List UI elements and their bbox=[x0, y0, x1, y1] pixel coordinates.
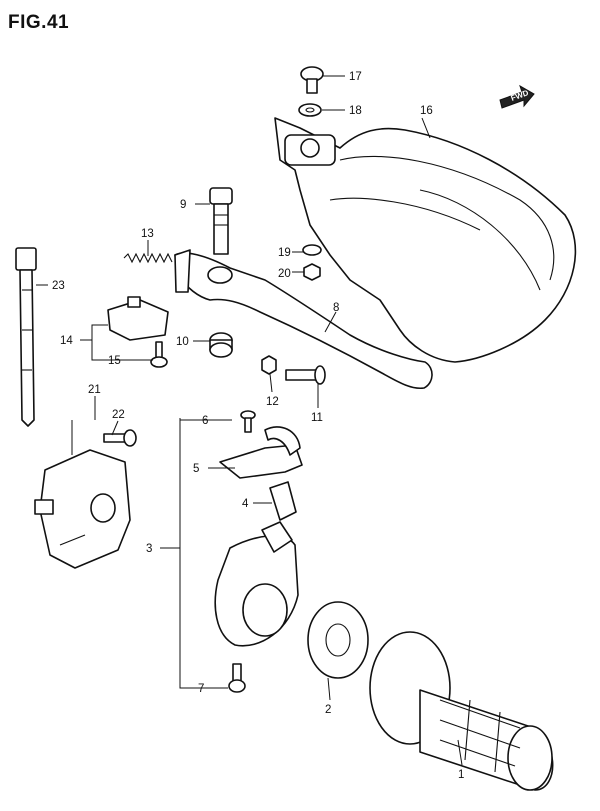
screw-22-part bbox=[103, 429, 137, 447]
switch-housing-21-part bbox=[34, 449, 131, 569]
callout-2: 2 bbox=[325, 704, 331, 716]
figure-title: FIG.41 bbox=[8, 12, 70, 33]
switch-14-part bbox=[107, 296, 169, 341]
callout-17: 17 bbox=[349, 71, 362, 83]
callout-9: 9 bbox=[180, 199, 186, 211]
callout-11: 11 bbox=[311, 412, 323, 424]
callout-7: 7 bbox=[198, 683, 204, 695]
callout-22: 22 bbox=[112, 409, 125, 421]
callout-16: 16 bbox=[420, 105, 433, 117]
screw-15-part bbox=[150, 341, 168, 368]
callout-21: 21 bbox=[88, 384, 101, 396]
washer-19-part bbox=[302, 244, 322, 256]
callout-13: 13 bbox=[141, 228, 154, 240]
callout-14: 14 bbox=[60, 335, 73, 347]
callout-8: 8 bbox=[333, 302, 339, 314]
screw-7-part bbox=[228, 663, 246, 693]
callout-labels: 17 18 16 9 13 19 20 23 8 14 10 15 12 11 … bbox=[52, 71, 464, 781]
callout-15: 15 bbox=[108, 355, 121, 367]
callout-3: 3 bbox=[146, 543, 152, 555]
screw-17-part bbox=[300, 66, 324, 94]
callout-10: 10 bbox=[176, 336, 189, 348]
callout-5: 5 bbox=[193, 463, 199, 475]
callout-12: 12 bbox=[266, 396, 279, 408]
nut-20-part bbox=[303, 263, 321, 281]
fwd-arrow-icon: FWD bbox=[499, 84, 535, 109]
throttle-grip-1-part bbox=[369, 631, 554, 791]
spring-13-part bbox=[123, 252, 173, 264]
screw-6-part bbox=[240, 410, 256, 433]
bolt-11-part bbox=[285, 365, 326, 385]
cable-tie-part bbox=[15, 247, 37, 427]
cable-guide-5-part bbox=[219, 426, 303, 479]
nut-10-part bbox=[209, 332, 233, 358]
bolt-9-part bbox=[209, 187, 233, 255]
clip-4-part bbox=[269, 481, 297, 521]
clutch-lever-part bbox=[174, 249, 433, 390]
callout-4: 4 bbox=[242, 498, 249, 510]
callout-20: 20 bbox=[278, 268, 291, 280]
callout-6: 6 bbox=[202, 415, 208, 427]
throttle-housing-3-part bbox=[214, 521, 299, 647]
callout-18: 18 bbox=[349, 105, 362, 117]
callout-23: 23 bbox=[52, 280, 65, 292]
callout-19: 19 bbox=[278, 247, 291, 259]
leader-lines bbox=[36, 75, 463, 766]
callout-1: 1 bbox=[458, 769, 464, 781]
throttle-pulley-2-part bbox=[307, 601, 369, 679]
nut-12-part bbox=[261, 355, 277, 375]
washer-18-part bbox=[298, 103, 322, 117]
hand-guard-part bbox=[274, 117, 577, 363]
